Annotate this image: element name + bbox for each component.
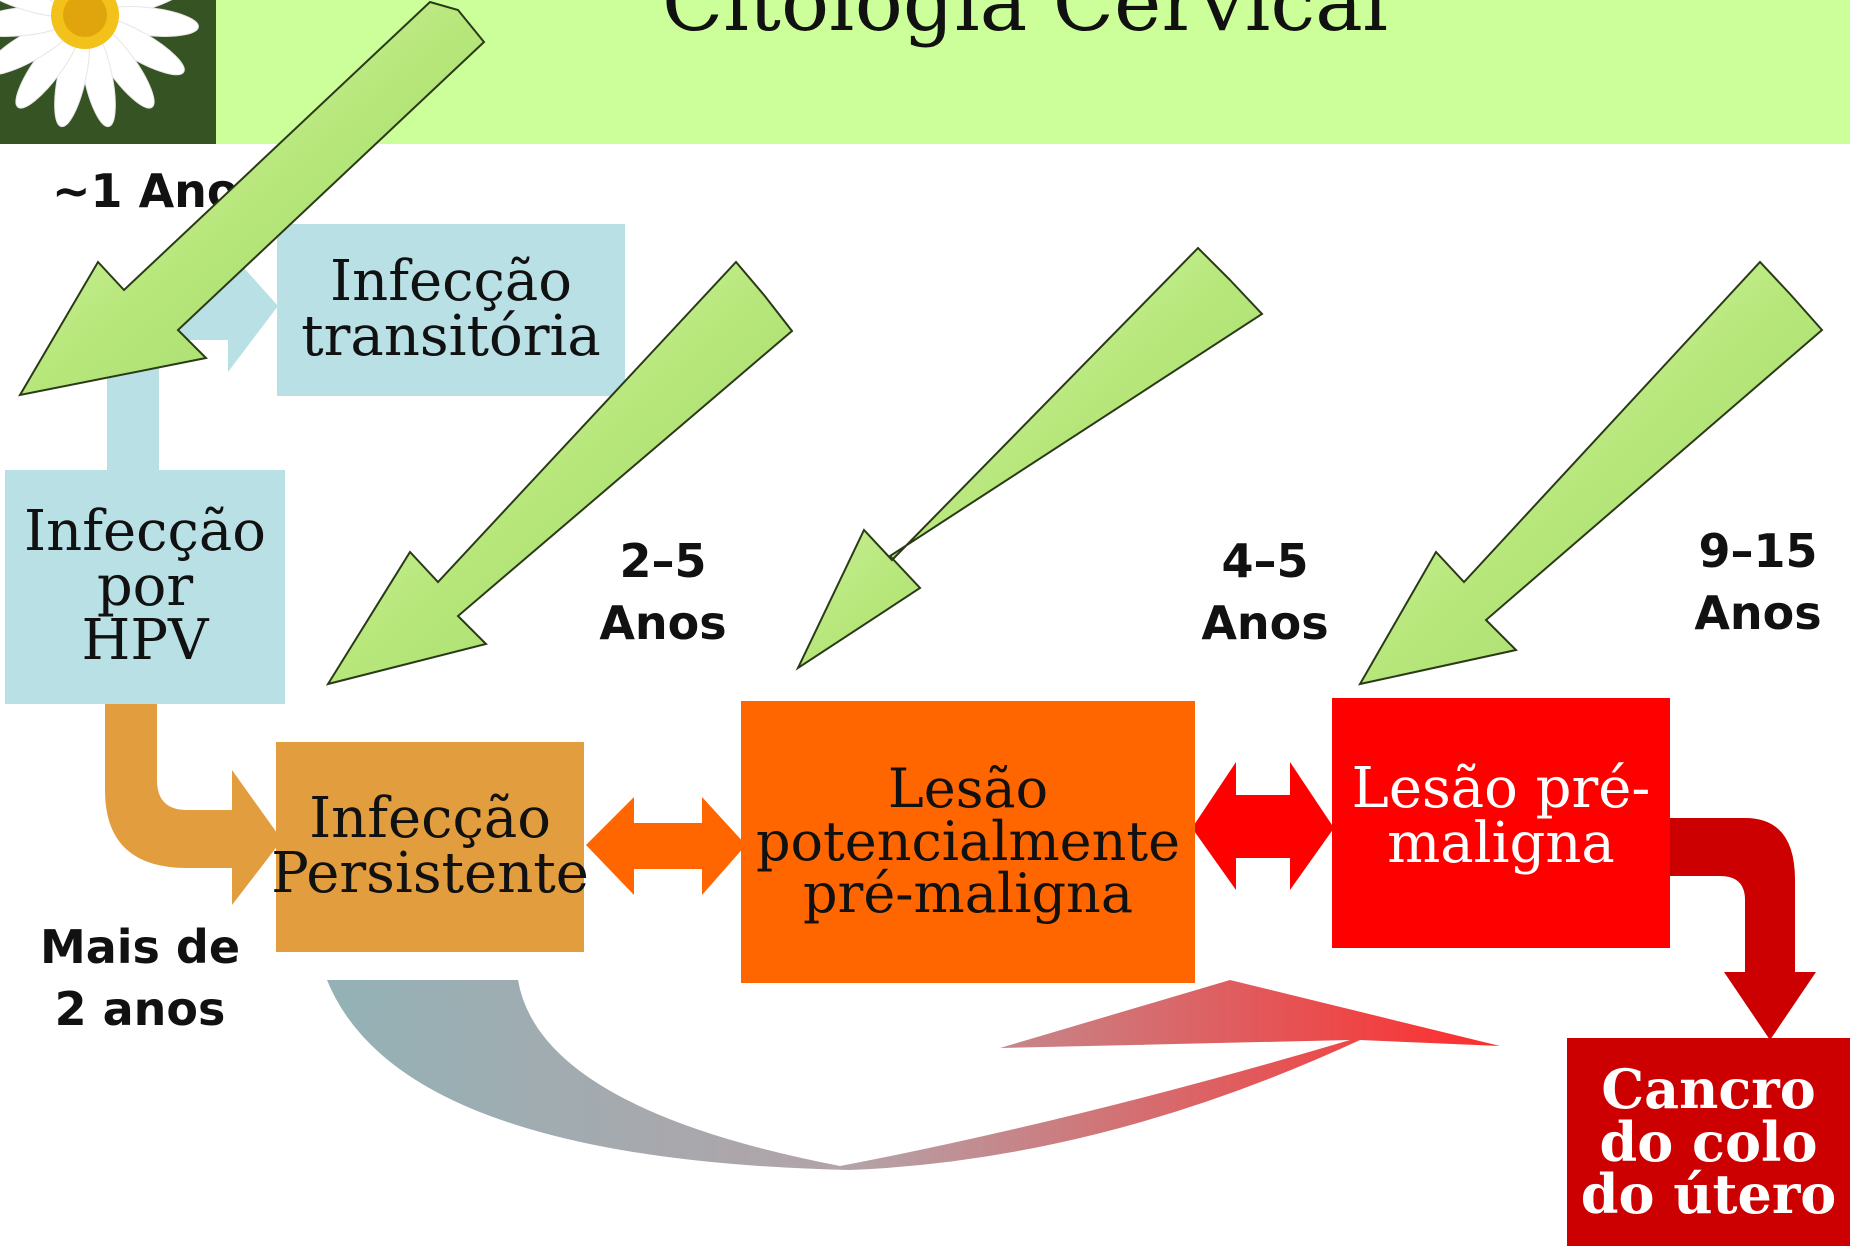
- green-arrow-4: [1358, 260, 1824, 686]
- label-two-five-years: 2–5 Anos: [599, 534, 727, 651]
- green-arrow-1: [18, 0, 486, 397]
- green-arrow-3: [795, 246, 1264, 671]
- label-four-five-years: 4–5 Anos: [1201, 534, 1329, 651]
- daisy-image: [0, 0, 216, 144]
- connector-hpv-persistent: [105, 704, 282, 905]
- page-title: Citologia Cervical: [662, 0, 1389, 49]
- label-nine-fifteen-years: 9–15 Anos: [1694, 524, 1822, 641]
- box-cervical-cancer: Cancro do colo do útero: [1567, 1038, 1850, 1246]
- box-potential-lesion: Lesão potencialmente pré-maligna: [741, 701, 1195, 983]
- connector-regression-curve: [327, 980, 1500, 1170]
- title-bar: Citologia Cervical: [216, 0, 1850, 144]
- box-premalignant-lesion: Lesão pré- maligna: [1332, 698, 1670, 948]
- double-arrow-red: [1192, 762, 1334, 890]
- label-more-than-two-years: Mais de 2 anos: [39, 920, 241, 1037]
- box-transient-infection: Infecção transitória: [277, 224, 625, 396]
- box-persistent-infection: Infecção Persistente: [271, 742, 589, 952]
- green-arrow-2: [325, 260, 794, 686]
- box-hpv-infection: Infecção por HPV: [5, 470, 285, 704]
- double-arrow-orange: [586, 797, 746, 895]
- connector-premalignant-cancer: [1668, 818, 1816, 1040]
